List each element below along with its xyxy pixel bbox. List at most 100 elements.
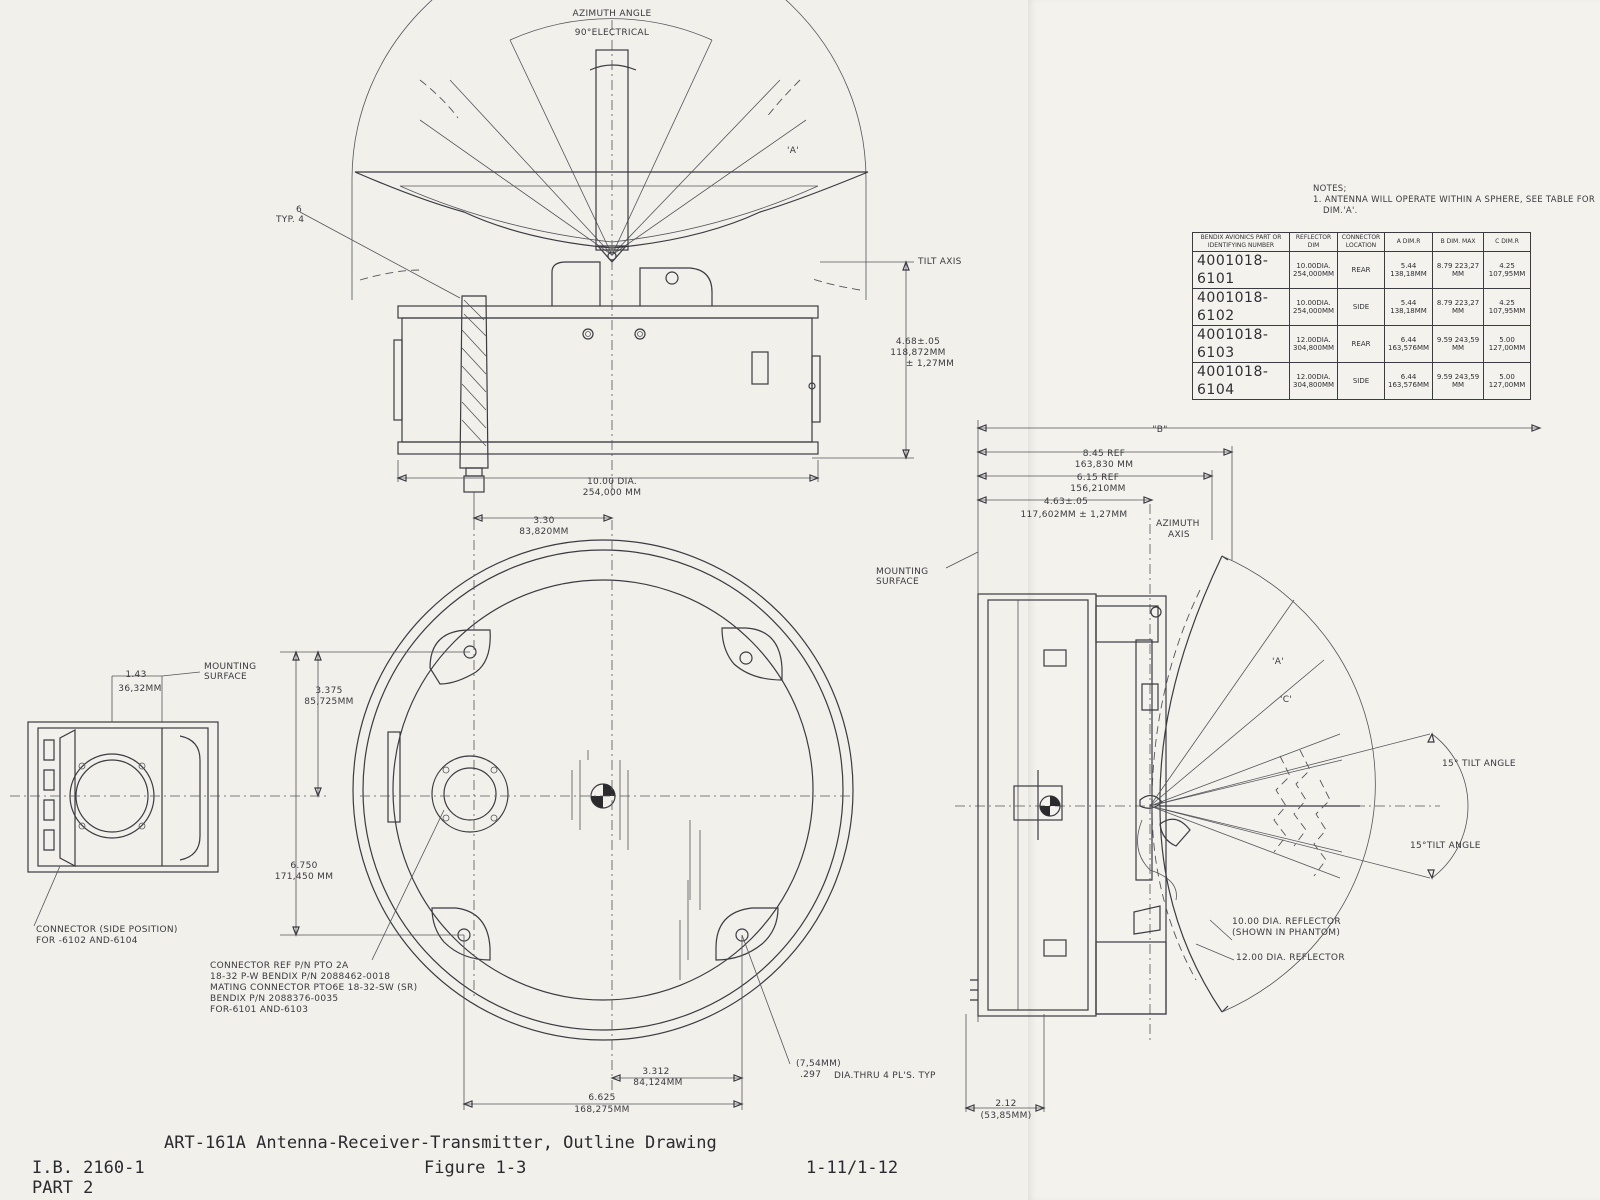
tilt-axis-label: TILT AXIS [917, 257, 962, 267]
header-connector: CONNECTOR LOCATION [1337, 232, 1386, 252]
dim-463-label: 4.63±.05 [1044, 497, 1088, 507]
height-dim-tol-label: ± 1,27MM [906, 359, 954, 369]
connector-offset-mm-label: 83,820MM [519, 527, 568, 537]
connector-ref-line-3: MATING CONNECTOR PTO6E 18-32-SW (SR) [210, 983, 417, 993]
ref-615-label: 6.15 REF [1077, 473, 1119, 483]
dim-c: 5.00 127,00MM [1483, 362, 1532, 400]
parts-table: BENDIX AVIONICS PART OR IDENTIFYING NUMB… [1192, 232, 1532, 400]
dim-c: 4.25 107,95MM [1483, 251, 1532, 289]
part-number: 4001018-6103 [1192, 325, 1290, 363]
dim-c: 4.25 107,95MM [1483, 288, 1532, 326]
diameter-mm-label: 254,000 MM [583, 488, 642, 498]
document-part: PART 2 [32, 1178, 94, 1198]
dim-3375-label: 3.375 [315, 686, 342, 696]
height-dim-label: 4.68±.05 [896, 337, 940, 347]
dim-6625-mm-label: 168,275MM [574, 1105, 629, 1115]
dim-3312-label: 3.312 [642, 1067, 669, 1077]
connector-offset-label: 3.30 [533, 516, 554, 526]
hole-desc-label: DIA.THRU 4 PL'S. TYP [834, 1071, 936, 1081]
reflector-dim: 12.00DIA. 304,800MM [1288, 325, 1339, 363]
top-elevation-view: AZIMUTH ANGLE 90°ELECTRICAL 'A' 6 TYP. 4… [275, 0, 962, 537]
dim-c: 5.00 127,00MM [1483, 325, 1532, 363]
connector-side-label-1: CONNECTOR (SIDE POSITION) [36, 925, 178, 935]
figure-title: ART-161A Antenna-Receiver-Transmitter, O… [164, 1133, 717, 1153]
reflector-10-label-2: (SHOWN IN PHANTOM) [1232, 928, 1340, 938]
dim-a-marker-side: 'A' [1272, 657, 1284, 667]
dim-b: 9.59 243,59 MM [1432, 362, 1485, 400]
reflector-dim: 12.00DIA. 304,800MM [1288, 362, 1339, 400]
connector-ref-line-5: FOR-6101 AND-6103 [210, 1005, 308, 1015]
dim-a-marker-top: 'A' [787, 146, 799, 156]
dim-b: 8.79 223,27 MM [1432, 251, 1485, 289]
ref-845-mm-label: 163,830 MM [1075, 460, 1134, 470]
reflector-12 [1159, 555, 1223, 1013]
sweep-arc [351, 0, 867, 181]
housing-body [401, 317, 813, 443]
reflector-12-label: 12.00 DIA. REFLECTOR [1236, 953, 1345, 963]
header-dim-b: B DIM. MAX [1432, 232, 1485, 252]
notes-block: NOTES; 1. ANTENNA WILL OPERATE WITHIN A … [1313, 184, 1595, 217]
part-number: 4001018-6104 [1192, 362, 1290, 400]
reflector-10-label-1: 10.00 DIA. REFLECTOR [1232, 917, 1341, 927]
dim-a: 5.44 138,18MM [1384, 251, 1434, 289]
tilt-angle-up-label: 15° TILT ANGLE [1442, 759, 1516, 769]
mounting-surface-right-1: MOUNTING [876, 567, 928, 577]
table-row: 4001018-6101 10.00DIA. 254,000MM REAR 5.… [1192, 251, 1532, 289]
dim-212-label: 2.12 [995, 1099, 1016, 1109]
dim-a: 6.44 163,576MM [1384, 362, 1434, 400]
connector-side-label-2: FOR -6102 AND-6104 [36, 936, 138, 946]
azimuth-axis-label-2: AXIS [1168, 530, 1190, 540]
table-row: 4001018-6102 10.00DIA. 254,000MM SIDE 5.… [1192, 288, 1532, 326]
side-dim-label: 1.43 [125, 670, 146, 680]
dim-3312-mm-label: 84,124MM [633, 1078, 682, 1088]
reflector-dish [354, 171, 869, 249]
page-number: 1-11/1-12 [806, 1158, 899, 1178]
right-page-fold [1028, 0, 1600, 1200]
part-number: 4001018-6101 [1192, 251, 1290, 289]
header-dim-a: A DIM.R [1384, 232, 1434, 252]
dim-212-mm-label: (53,85MM) [980, 1111, 1031, 1121]
connector-ref-line-2: 18-32 P-W BENDIX P/N 2088462-0018 [210, 972, 390, 982]
table-row: 4001018-6103 12.00DIA. 304,800MM REAR 6.… [1192, 325, 1532, 363]
diameter-label: 10.00 DIA. [587, 477, 637, 487]
table-row: 4001018-6104 12.00DIA. 304,800MM SIDE 6.… [1192, 362, 1532, 400]
dim-6750-mm-label: 171,450 MM [275, 872, 334, 882]
tilt-angle-down-label: 15°TILT ANGLE [1410, 841, 1481, 851]
part-number: 4001018-6102 [1192, 288, 1290, 326]
reflector-10-phantom [1151, 589, 1201, 981]
dim-6750-label: 6.750 [290, 861, 317, 871]
figure-number: Figure 1-3 [424, 1158, 527, 1178]
connector-location: SIDE [1337, 362, 1386, 400]
height-dim-mm-label: 118,872MM [890, 348, 945, 358]
side-dim-mm-label: 36,32MM [118, 684, 161, 694]
side-housing [977, 593, 1097, 1017]
dim-463-mm-label: 117,602MM ± 1,27MM [1021, 510, 1128, 520]
dim-c-marker-side: 'C' [1280, 695, 1292, 705]
typ-6-label: 6 [296, 205, 302, 215]
header-part-number: BENDIX AVIONICS PART OR IDENTIFYING NUMB… [1192, 232, 1290, 252]
header-dim-c: C DIM.R [1483, 232, 1532, 252]
dim-b: 9.59 243,59 MM [1432, 325, 1485, 363]
connector-ref-line-1: CONNECTOR REF P/N PTO 2A [210, 961, 349, 971]
plan-view: 3.375 85,725MM 6.750 171,450 MM CONNECTO… [210, 520, 936, 1115]
connector-location: REAR [1337, 325, 1386, 363]
note-1: 1. ANTENNA WILL OPERATE WITHIN A SPHERE,… [1313, 195, 1596, 205]
dim-a: 5.44 138,18MM [1384, 288, 1434, 326]
connector-cutaway [459, 295, 489, 469]
dim-b-marker: "B" [1152, 425, 1167, 435]
header-reflector: REFLECTOR DIM [1288, 232, 1339, 252]
dim-a: 6.44 163,576MM [1384, 325, 1434, 363]
dim-b: 8.79 223,27 MM [1432, 288, 1485, 326]
typ-4-label: TYP. 4 [275, 215, 304, 225]
notes-heading: NOTES; [1313, 184, 1347, 194]
mounting-surface-label-1: MOUNTING [204, 662, 256, 672]
outer-flange [352, 539, 854, 1041]
reflector-dim: 10.00DIA. 254,000MM [1288, 288, 1339, 326]
housing-lid [397, 305, 819, 319]
document-id: I.B. 2160-1 [32, 1158, 145, 1178]
note-1-cont: DIM.'A'. [1323, 206, 1358, 216]
side-connector-view: 1.43 36,32MM MOUNTING SURFACE CONNECTOR … [10, 662, 330, 946]
right-side-view: "B" 8.45 REF 163,830 MM 6.15 REF 156,210… [876, 420, 1542, 1121]
dim-3375-mm-label: 85,725MM [304, 697, 353, 707]
